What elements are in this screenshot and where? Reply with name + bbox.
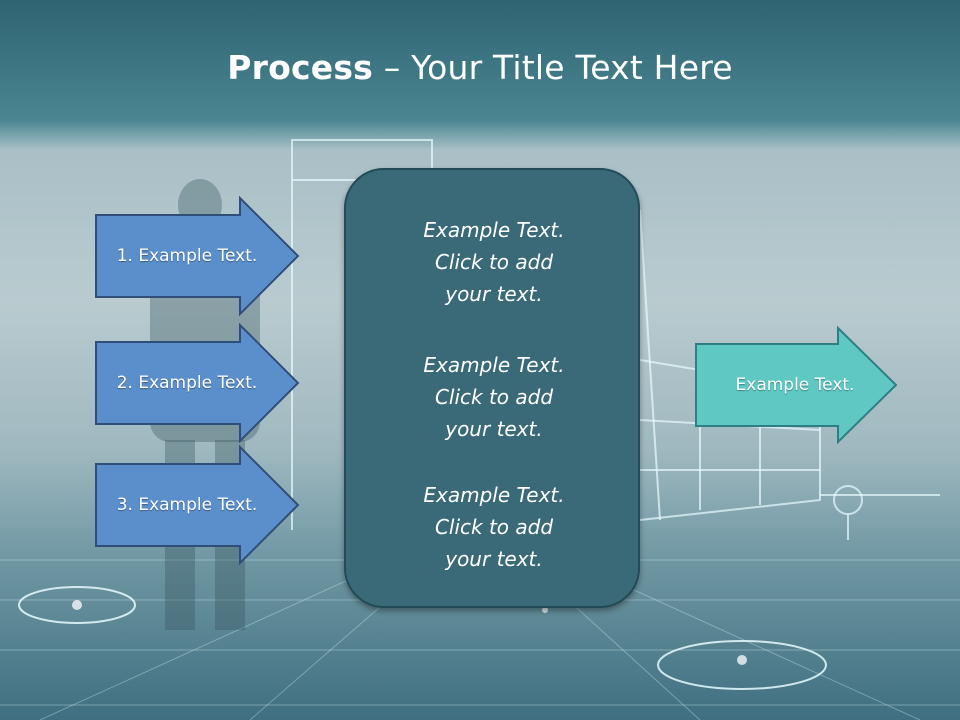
center-text-2-line1: Example Text. — [423, 353, 565, 377]
center-text-block-3[interactable]: Example Text. Click to add your text. — [346, 479, 642, 575]
center-text-2-line3: your text. — [445, 417, 543, 441]
center-text-1-line1: Example Text. — [423, 218, 565, 242]
step-arrow-3[interactable] — [95, 444, 300, 566]
step-label-2: 2. Example Text. — [116, 373, 258, 393]
center-text-block-1[interactable]: Example Text. Click to add your text. — [346, 214, 642, 310]
center-text-2-line2: Click to add — [434, 385, 554, 409]
slide-title: Process – Your Title Text Here — [0, 48, 960, 87]
output-label: Example Text. — [735, 375, 855, 395]
center-text-block-2[interactable]: Example Text. Click to add your text. — [346, 349, 642, 445]
center-text-3-line1: Example Text. — [423, 483, 565, 507]
center-text-3-line3: your text. — [445, 547, 543, 571]
step-label-1: 1. Example Text. — [116, 246, 258, 266]
step-arrow-1[interactable] — [95, 195, 300, 317]
step-label-3: 3. Example Text. — [116, 495, 258, 515]
center-text-1-line3: your text. — [445, 282, 543, 306]
title-bold: Process — [227, 48, 374, 87]
step-arrow-2[interactable] — [95, 322, 300, 444]
center-text-1-line2: Click to add — [434, 250, 554, 274]
center-text-3-line2: Click to add — [434, 515, 554, 539]
title-rest: – Your Title Text Here — [373, 48, 733, 87]
output-arrow[interactable] — [695, 325, 898, 445]
center-content-box[interactable]: Example Text. Click to add your text. Ex… — [344, 168, 640, 608]
